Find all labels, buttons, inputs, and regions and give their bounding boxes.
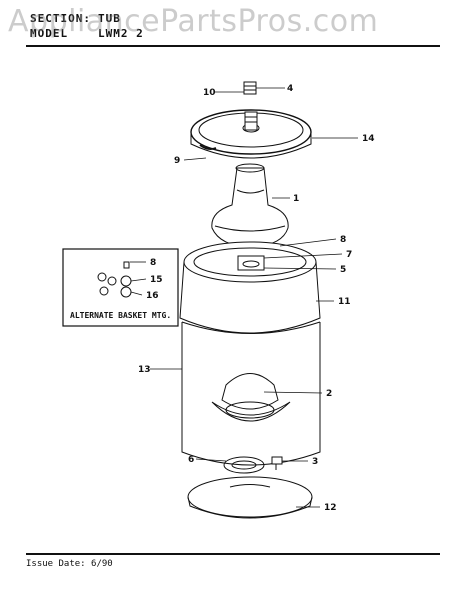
footer-rule <box>26 553 440 555</box>
part-2-seal-assembly <box>211 373 291 422</box>
callout-9: 9 <box>174 156 180 166</box>
callout-13: 13 <box>138 365 151 375</box>
part-11-basket <box>179 241 321 334</box>
inset-callout-15: 15 <box>150 275 163 285</box>
watermark-text: AppliancePartsPros.com <box>8 4 379 39</box>
callout-12: 12 <box>324 503 337 513</box>
inset-callout-8: 8 <box>150 258 156 268</box>
header-rule <box>26 45 440 47</box>
callout-2: 2 <box>326 389 332 399</box>
callout-4: 4 <box>287 84 293 94</box>
callout-7: 7 <box>346 250 352 260</box>
callout-8: 8 <box>340 235 346 245</box>
callout-6: 6 <box>188 455 194 465</box>
callout-1: 1 <box>293 194 299 204</box>
part-14-balance-ring <box>190 109 312 159</box>
section-label: SECTION: <box>30 12 91 25</box>
inset-callout-16: 16 <box>146 291 159 301</box>
alternate-basket-inset <box>62 248 179 327</box>
callout-5: 5 <box>340 265 346 275</box>
part-6-gasket <box>223 456 265 474</box>
issue-date: Issue Date: 6/90 <box>26 559 113 569</box>
part-3-bolt <box>271 456 283 470</box>
callout-3: 3 <box>312 457 318 467</box>
inset-title: ALTERNATE BASKET MTG. <box>70 311 171 320</box>
part-1-agitator <box>211 163 289 248</box>
callout-14: 14 <box>362 134 375 144</box>
model-value: LWM2 2 <box>98 27 144 40</box>
callout-11: 11 <box>338 297 351 307</box>
callout-10: 10 <box>203 88 216 98</box>
part-12-cover <box>187 476 313 519</box>
part-4-nut <box>243 81 257 95</box>
part-13-outer-tub <box>181 321 321 466</box>
model-label: MODEL <box>30 27 69 40</box>
section-value: TUB <box>98 12 121 25</box>
